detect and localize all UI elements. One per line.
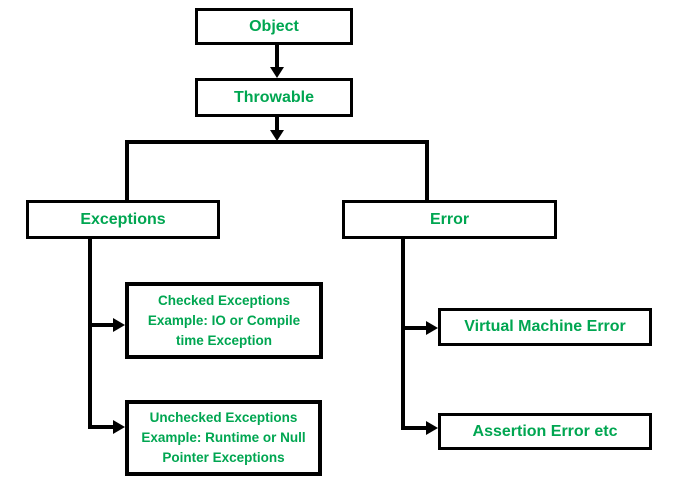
arrowhead-right-assertion [426,421,438,435]
node-throwable: Throwable [195,78,353,117]
node-exceptions-label: Exceptions [80,210,166,228]
node-object-label: Object [249,17,299,35]
node-unchecked-exceptions-line1: Unchecked Exceptions [149,410,298,425]
node-virtual-machine-error-label: Virtual Machine Error [464,318,626,335]
edge-error-trunk [401,238,428,430]
arrowhead-down-tbar [270,130,284,141]
node-unchecked-exceptions-line3: Pointer Exceptions [162,450,285,465]
node-error: Error [342,200,557,239]
node-unchecked-exceptions: Unchecked Exceptions Example: Runtime or… [125,400,322,476]
node-checked-exceptions-line2: Example: IO or Compile [147,312,301,328]
arrowhead-right-unchecked [113,420,125,434]
node-unchecked-exceptions-line2: Example: Runtime or Null [141,430,306,445]
edge-exceptions-trunk [88,238,115,429]
node-virtual-machine-error: Virtual Machine Error [438,308,652,346]
arrowhead-right-vm-error [426,321,438,335]
node-assertion-error: Assertion Error etc [438,413,652,450]
edge-tbar-branches [125,140,429,200]
node-throwable-label: Throwable [233,88,314,106]
node-exceptions: Exceptions [26,200,220,239]
node-error-label: Error [429,210,470,228]
arrowhead-right-checked [113,318,125,332]
node-object: Object [195,8,353,45]
node-checked-exceptions-line1: Checked Exceptions [157,292,291,308]
node-checked-exceptions-line3: time Exception [175,332,273,348]
node-assertion-error-label: Assertion Error etc [472,422,618,440]
arrowhead-down-throwable [270,67,284,78]
node-checked-exceptions: Checked Exceptions Example: IO or Compil… [125,282,323,359]
